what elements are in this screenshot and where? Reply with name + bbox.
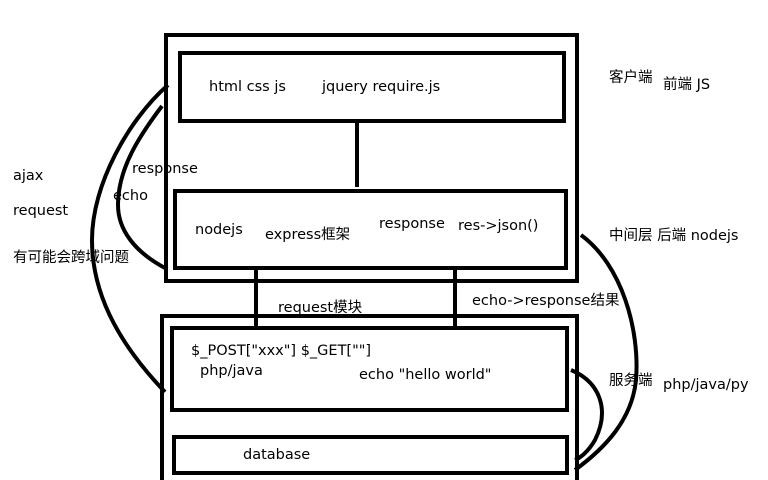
middle-box xyxy=(173,189,568,270)
ajax-label: ajax xyxy=(13,168,44,184)
middle-framework-label: express框架 xyxy=(265,227,351,243)
middle-side-label: 中间层 后端 nodejs xyxy=(609,228,739,244)
database-box xyxy=(172,435,569,475)
client-box xyxy=(178,51,566,123)
server-box xyxy=(170,326,569,412)
server-lang-label: php/java xyxy=(200,363,263,379)
middle-json-label: res->json() xyxy=(458,218,539,234)
server-echo-label: echo "hello world" xyxy=(359,367,492,383)
server-code-label: $_POST["xxx"] $_GET[""] xyxy=(191,343,372,359)
request-module-label: request模块 xyxy=(278,300,363,316)
client-side-label: 客户端 xyxy=(609,70,653,86)
server-return-curve xyxy=(570,368,604,462)
server-side-label: 服务端 xyxy=(609,373,653,389)
response-flow-label: response xyxy=(132,161,198,177)
middle-nodejs-label: nodejs xyxy=(195,222,243,238)
middle-response-label: response xyxy=(379,216,445,232)
client-libs-label: jquery require.js xyxy=(322,79,441,95)
echo-flow-label: echo xyxy=(113,188,148,204)
request-label: request xyxy=(13,203,69,219)
server-langs-label: php/java/py xyxy=(663,377,749,393)
frontend-js-label: 前端 JS xyxy=(663,77,711,93)
echo-response-label: echo->response结果 xyxy=(472,293,620,309)
server-frame xyxy=(160,314,579,480)
client-middle-frame xyxy=(164,33,579,283)
cross-domain-label: 有可能会跨域问题 xyxy=(13,250,129,266)
client-tech-label: html css js xyxy=(209,79,286,95)
ajax-request-curve xyxy=(89,83,170,394)
response-echo-curve xyxy=(115,104,166,270)
middle-server-curve xyxy=(573,233,639,472)
database-label: database xyxy=(243,447,311,463)
